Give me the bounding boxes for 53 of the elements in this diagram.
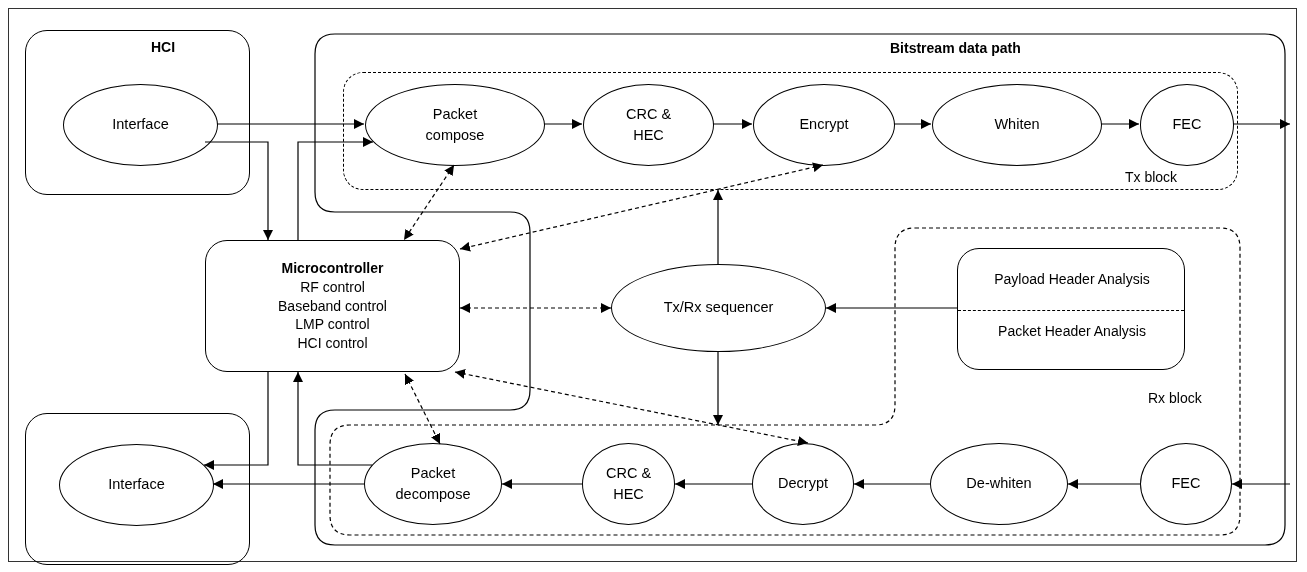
node-heading: Microcontroller xyxy=(281,258,384,278)
group-title: Tx block xyxy=(1125,169,1178,185)
node-label: Packet decompose xyxy=(395,464,471,504)
group-box xyxy=(25,413,250,565)
block-region xyxy=(343,72,1238,190)
dashed-arrow xyxy=(404,373,441,445)
arrow xyxy=(1067,479,1141,489)
arrow xyxy=(1232,119,1291,129)
node-label: CRC & HEC xyxy=(624,105,673,145)
arrow xyxy=(853,479,931,489)
arrow xyxy=(297,137,374,241)
arrow xyxy=(1231,479,1291,489)
node-label: HCI control xyxy=(297,334,368,354)
dashed-arrow xyxy=(459,303,612,313)
node-label: CRC & HEC xyxy=(604,464,653,504)
arrow xyxy=(674,479,753,489)
dashed-arrow xyxy=(454,369,809,446)
arrow xyxy=(543,119,583,129)
group-title: Rx block xyxy=(1148,390,1202,406)
arrow xyxy=(825,303,958,313)
node-label: Interface xyxy=(108,475,165,495)
dashed-arrow xyxy=(403,164,455,241)
node-label: FEC xyxy=(1172,115,1202,135)
arrow xyxy=(712,119,753,129)
arrow xyxy=(501,479,583,489)
dashed-arrow xyxy=(459,162,824,252)
node-label: Decrypt xyxy=(778,474,828,494)
arrow xyxy=(203,371,269,470)
group-title: HCI xyxy=(151,39,176,55)
node-label: LMP control xyxy=(295,315,370,335)
node-label: Packet compose xyxy=(424,105,486,145)
node-label: Whiten xyxy=(994,115,1040,135)
node-label: De-whiten xyxy=(966,474,1032,494)
node-label: FEC xyxy=(1171,474,1201,494)
controller-box xyxy=(205,240,460,372)
analysis-box xyxy=(957,248,1185,370)
node-label: Encrypt xyxy=(799,115,849,135)
arrow xyxy=(893,119,932,129)
arrow xyxy=(713,189,723,265)
group-title: Bitstream data path xyxy=(890,40,1021,56)
group-box xyxy=(25,30,250,195)
arrow xyxy=(216,119,365,129)
arrow xyxy=(204,141,273,241)
node-label: RF control xyxy=(300,277,365,297)
node-label: Payload Header Analysis xyxy=(993,270,1151,289)
node-label: Baseband control xyxy=(278,296,387,316)
arrow xyxy=(212,479,365,489)
arrow xyxy=(713,351,723,426)
node-label: Interface xyxy=(112,115,169,135)
arrow xyxy=(1100,119,1140,129)
node-label: Tx/Rx sequencer xyxy=(663,298,774,318)
arrow xyxy=(293,371,373,466)
node-label: Packet Header Analysis xyxy=(998,322,1146,341)
